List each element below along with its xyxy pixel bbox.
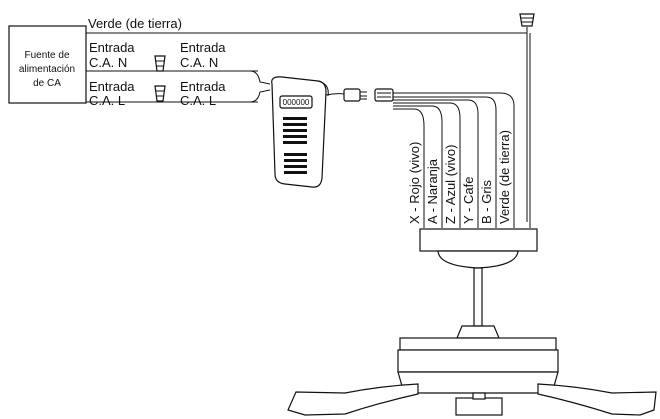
neutral-out-line1: Entrada [180, 40, 226, 55]
fan-blade-left [287, 383, 419, 416]
ceiling-fan [287, 228, 657, 416]
fan-wire-label-ground: Verde (de tierra) [497, 130, 512, 224]
fan-wire-label-x: X - Rojo (vivo) [407, 142, 422, 224]
receiver-vent-lower [284, 153, 307, 174]
ground-wire-nut [519, 13, 535, 222]
fan-wire-label-y: Y - Cafe [461, 177, 476, 224]
plug-connector-female [374, 88, 394, 102]
fan-motor-bottom [397, 371, 559, 394]
fan-canopy-plate [419, 228, 538, 252]
line-in-line2: C.A. L [89, 93, 125, 108]
fan-wire-label-a: A - Naranja [425, 158, 440, 224]
power-source-line2: alimentación [19, 64, 75, 75]
fan-downrod [473, 267, 483, 327]
receiver-output-cable [325, 93, 345, 96]
fan-light-kit [455, 397, 503, 416]
neutral-in-line1: Entrada [89, 40, 135, 55]
line-wire-nut [154, 85, 166, 102]
neutral-in-line2: C.A. N [89, 55, 127, 70]
line-out-line1: Entrada [180, 79, 226, 94]
power-source-line3: de CA [33, 78, 61, 89]
fan-blade-right [537, 383, 657, 416]
power-source-box [8, 25, 87, 104]
power-source-line1: Fuente de [24, 50, 69, 61]
fan-motor-top [399, 337, 557, 351]
line-out-line2: C.A. L [180, 93, 216, 108]
fan-switch-housing [472, 392, 486, 400]
fan-wire-bundle [393, 33, 531, 228]
fan-wire-label-b: B - Gris [479, 179, 494, 224]
fan-wire-label-z: Z - Azul (vivo) [443, 145, 458, 224]
neutral-wire-nut [154, 55, 166, 72]
fan-coupling [456, 325, 500, 339]
receiver-pins: 000000 [283, 98, 310, 107]
ground-wire-label: Verde (de tierra) [88, 16, 182, 31]
receiver-module: 000000 [271, 76, 329, 188]
receiver-vent-upper [283, 117, 307, 144]
line-wire-to-receiver [236, 89, 271, 103]
fan-motor-body [397, 349, 559, 373]
neutral-out-line2: C.A. N [180, 55, 218, 70]
line-in-line1: Entrada [89, 79, 135, 94]
fan-canopy [437, 250, 519, 269]
neutral-wire-to-receiver [236, 70, 271, 85]
plug-connector-male [343, 88, 367, 102]
